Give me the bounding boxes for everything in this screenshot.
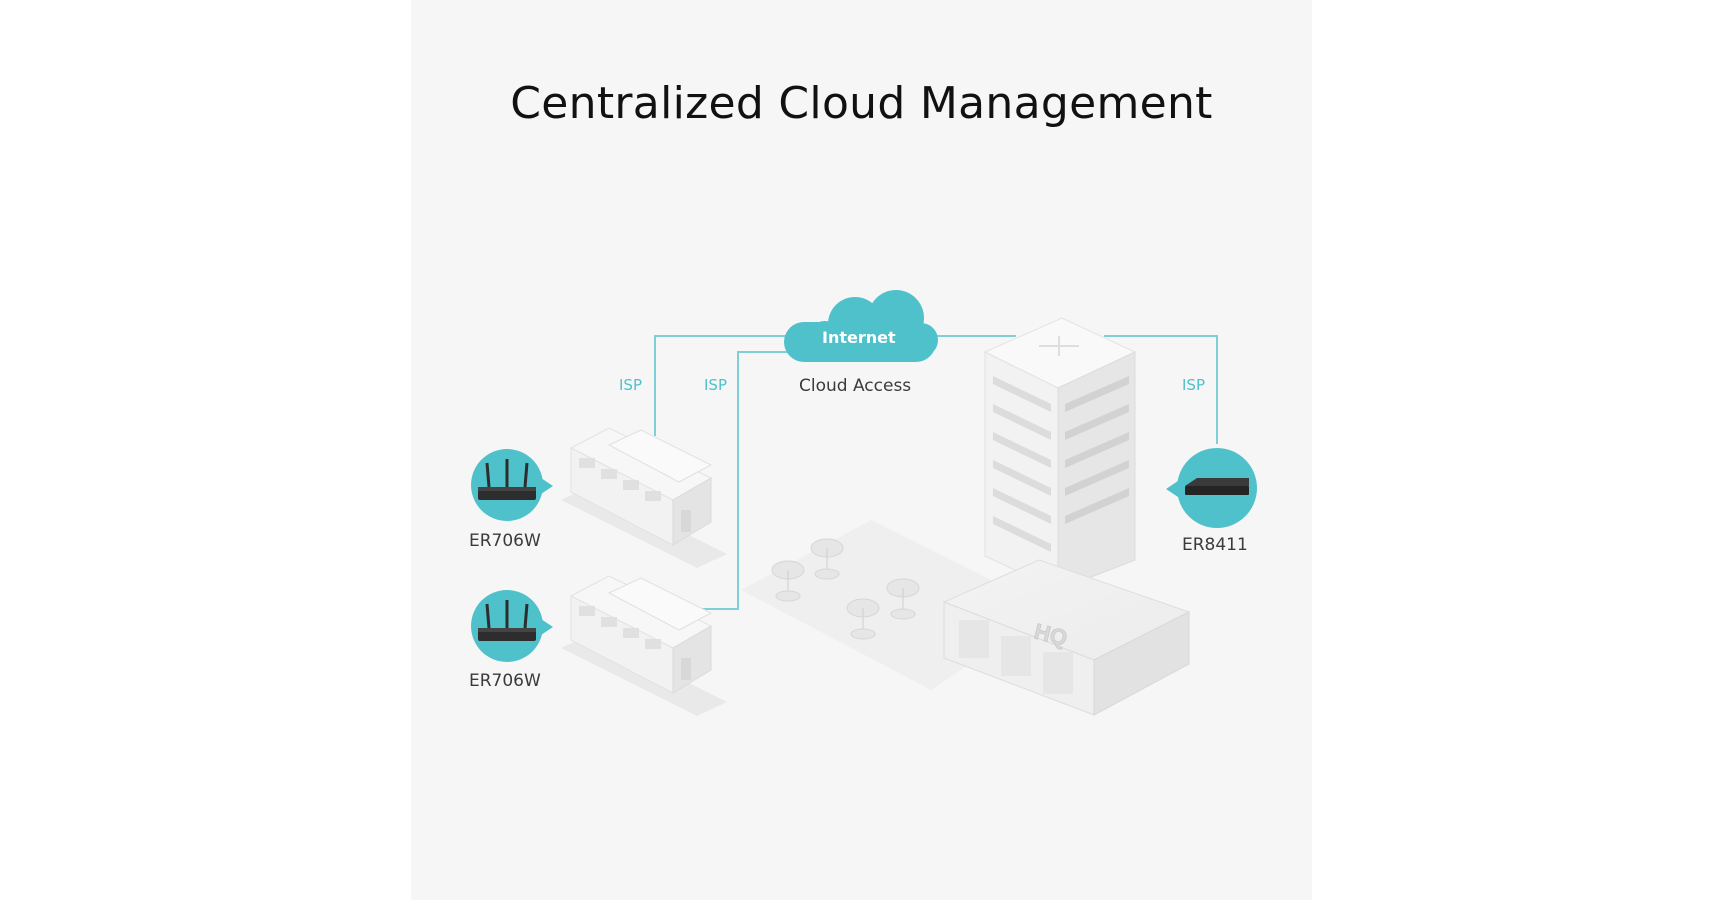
hq-tower [983, 317, 1137, 591]
cloud-caption: Cloud Access [799, 376, 912, 396]
device-bubble-hq [1166, 448, 1257, 528]
cloud-label: Internet [822, 328, 896, 347]
umbrella-icon [771, 538, 920, 640]
device-label-branch-2: ER706W [469, 671, 541, 691]
router-icon [478, 459, 536, 500]
hq-podium [942, 559, 1191, 716]
isp-line-branch-2 [698, 351, 815, 610]
branch-building-1 [561, 427, 727, 568]
isp-line-branch-1 [654, 335, 815, 436]
device-bubble-branch-1 [471, 449, 553, 521]
page-title: Centralized Cloud Management [510, 78, 1213, 129]
isp-line-er8411 [1104, 335, 1218, 444]
isp-label-hq: ISP [1182, 376, 1205, 394]
isp-label-branch-2: ISP [704, 376, 727, 394]
device-label-branch-1: ER706W [469, 531, 541, 551]
connection-lines [654, 335, 1218, 610]
network-diagram: HQ [471, 290, 1257, 716]
cloud-icon [784, 290, 938, 362]
device-label-hq: ER8411 [1182, 535, 1248, 555]
diagram-panel: Centralized Cloud Management [411, 0, 1312, 900]
branch-building-2 [561, 575, 727, 716]
device-bubble-branch-2 [471, 590, 553, 662]
router-icon [478, 600, 536, 641]
isp-label-branch-1: ISP [619, 376, 642, 394]
rack-router-icon [1185, 478, 1249, 495]
